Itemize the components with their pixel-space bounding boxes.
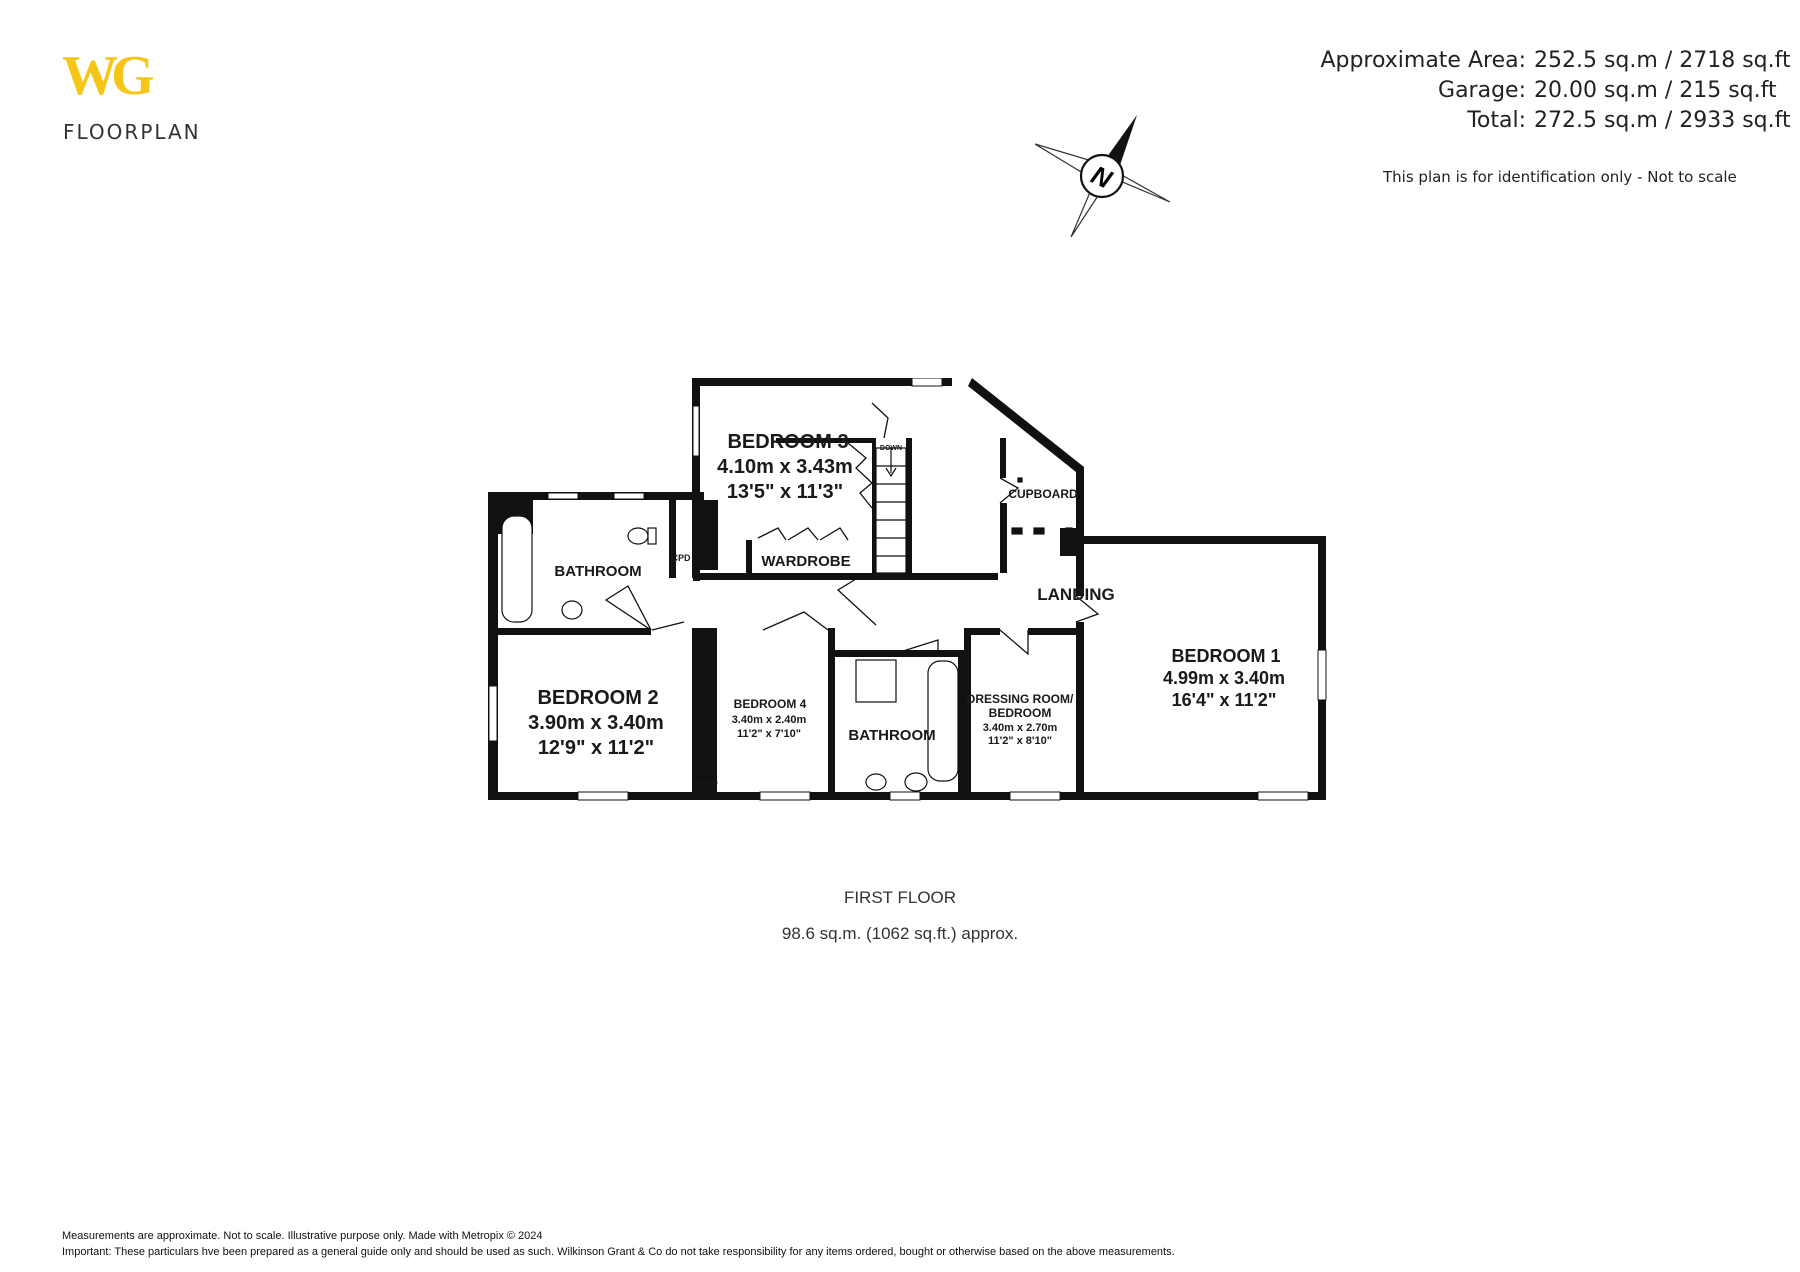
window xyxy=(889,791,921,801)
window xyxy=(1009,791,1061,801)
bathtub-icon xyxy=(927,660,959,782)
wardrobe-doors xyxy=(757,527,849,541)
dressing-room-metric: 3.40m x 2.70m xyxy=(983,722,1058,734)
area-label: Total: xyxy=(1467,108,1526,133)
window xyxy=(1317,649,1327,701)
window xyxy=(488,685,498,742)
compass-icon: N xyxy=(1035,115,1171,238)
toilet-icon xyxy=(865,773,887,791)
dressing-room-imperial: 11'2" x 8'10" xyxy=(988,735,1052,747)
bedroom-2-name: BEDROOM 2 xyxy=(537,687,658,709)
logo-subtitle: FLOORPLAN xyxy=(63,120,201,144)
windows xyxy=(488,378,1327,801)
window xyxy=(613,492,645,500)
bathtub-icon xyxy=(501,515,533,623)
door xyxy=(999,477,1020,504)
door xyxy=(999,629,1029,656)
window xyxy=(759,791,811,801)
footer-disclaimer-line2: Important: These particulars hve been pr… xyxy=(62,1246,1175,1258)
shower-tray-icon xyxy=(855,659,897,703)
footer-disclaimer-line1: Measurements are approximate. Not to sca… xyxy=(62,1230,543,1242)
basin-icon xyxy=(561,600,583,620)
identification-disclaimer: This plan is for identification only - N… xyxy=(1383,168,1737,186)
door xyxy=(1075,595,1100,623)
stair-arrow-icon xyxy=(885,448,897,478)
wardrobe-label: WARDROBE xyxy=(761,553,850,570)
door xyxy=(695,767,708,784)
toilet-cistern-icon xyxy=(647,527,657,545)
window xyxy=(692,405,700,457)
bedroom-1-name: BEDROOM 1 xyxy=(1171,646,1280,666)
bedroom-3-metric: 4.10m x 3.43m xyxy=(717,456,853,478)
cpd-label: CPD xyxy=(671,553,691,563)
stairs-down-label: DOWN xyxy=(880,445,902,452)
door xyxy=(762,611,829,631)
bathroom-mid-name: BATHROOM xyxy=(848,727,935,744)
compass-dial xyxy=(1079,153,1125,199)
bedroom-1-imperial: 16'4" x 11'2" xyxy=(1172,690,1277,710)
wardrobe-doors xyxy=(847,442,873,509)
bedroom-2-metric: 3.90m x 3.40m xyxy=(528,712,664,734)
window xyxy=(547,492,579,500)
door xyxy=(899,639,939,653)
window xyxy=(577,791,629,801)
bathroom-left-name: BATHROOM xyxy=(554,563,641,580)
window xyxy=(1257,791,1309,801)
cupboard-label: CUPBOARD xyxy=(1008,487,1078,501)
staircase xyxy=(875,447,907,574)
door xyxy=(836,578,877,626)
bedroom-3-name: BEDROOM 3 xyxy=(727,431,848,453)
small-wardrobe-label: WARDROBE xyxy=(694,780,718,785)
dressing-room-name-line1: DRESSING ROOM/ xyxy=(967,692,1074,706)
floor-area: 98.6 sq.m. (1062 sq.ft.) approx. xyxy=(781,924,1019,943)
area-value: 272.5 sq.m / 2933 sq.ft xyxy=(1534,108,1791,133)
bedroom-4-name: BEDROOM 4 xyxy=(734,697,807,711)
area-label: Approximate Area: xyxy=(1320,48,1526,73)
fixtures xyxy=(501,477,1073,792)
logo-mark: WG xyxy=(62,45,155,107)
dressing-room-name-line2: BEDROOM xyxy=(989,706,1052,720)
floor-title: FIRST FLOOR xyxy=(843,888,957,907)
bedroom-3-imperial: 13'5" x 11'3" xyxy=(727,481,843,503)
area-row-total: Total: 272.5 sq.m / 2933 sq.ft xyxy=(1320,108,1791,133)
door xyxy=(604,585,652,631)
area-summary: Approximate Area: 252.5 sq.m / 2718 sq.f… xyxy=(1320,48,1791,138)
area-value: 20.00 sq.m / 215 sq.ft xyxy=(1534,78,1777,103)
bedroom-4-imperial: 11'2" x 7'10" xyxy=(737,728,801,740)
floor-plan: BEDROOM 3 4.10m x 3.43m 13'5" x 11'3" BA… xyxy=(488,378,1327,801)
area-row-garage: Garage: 20.00 sq.m / 215 sq.ft xyxy=(1320,78,1780,103)
bedroom-4-metric: 3.40m x 2.40m xyxy=(732,714,807,726)
bedroom-1-metric: 4.99m x 3.40m xyxy=(1163,668,1285,688)
area-row-approximate: Approximate Area: 252.5 sq.m / 2718 sq.f… xyxy=(1320,48,1791,73)
doors xyxy=(604,402,1100,784)
door xyxy=(651,621,685,631)
door xyxy=(871,402,889,439)
toilet-icon xyxy=(627,527,649,545)
basin-icon xyxy=(904,772,928,792)
area-value: 252.5 sq.m / 2718 sq.ft xyxy=(1534,48,1791,73)
bedroom-2-imperial: 12'9" x 11'2" xyxy=(538,737,654,759)
area-label: Garage: xyxy=(1438,78,1526,103)
landing-label: LANDING xyxy=(1037,585,1114,604)
window xyxy=(911,378,943,387)
walls xyxy=(488,378,1326,800)
